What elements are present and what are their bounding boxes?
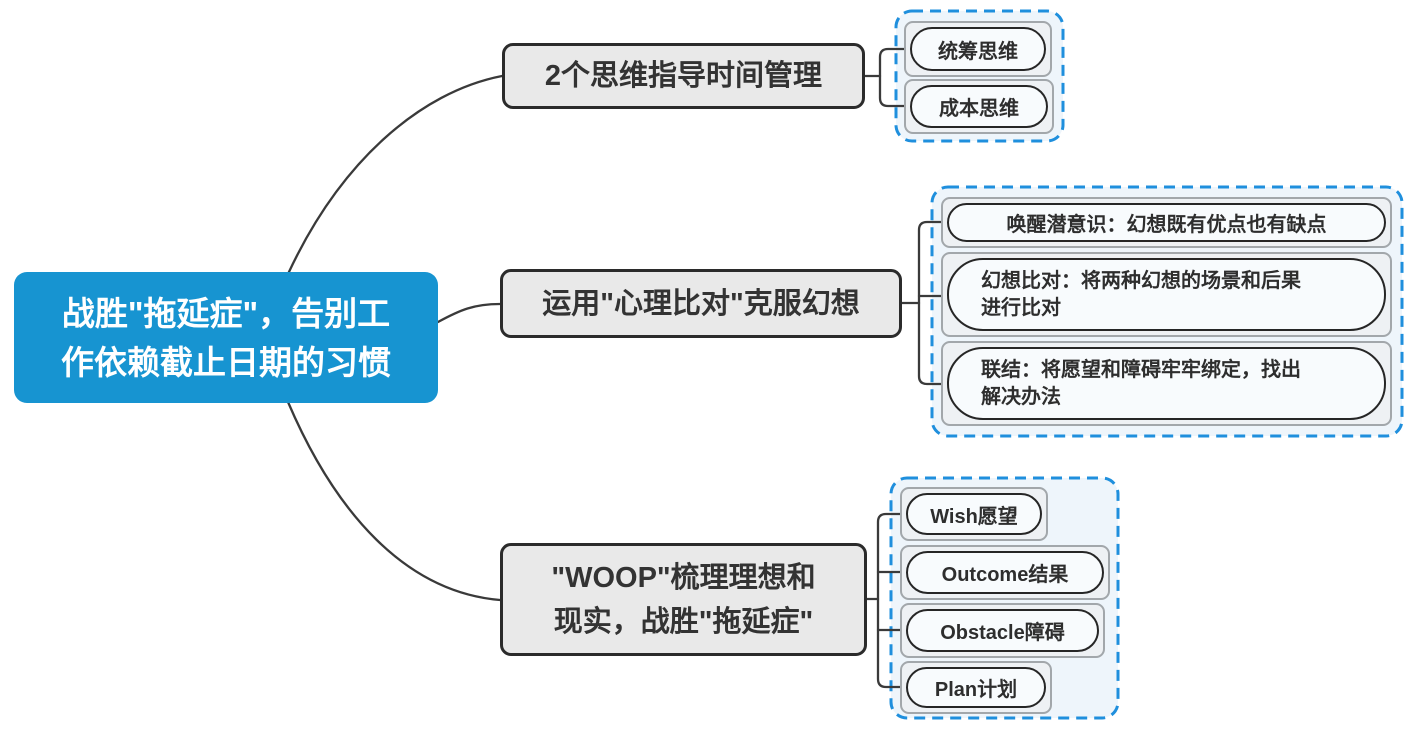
subtopic-fantasy-contrast[interactable]: 幻想比对：将两种幻想的场景和后果 进行比对 <box>947 258 1386 331</box>
branch3-label: "WOOP"梳理理想和 现实，战胜"拖延症" <box>551 561 816 638</box>
subtopic-container-cost-thinking: 成本思维 <box>904 79 1054 134</box>
branch1-label: 2个思维指导时间管理 <box>544 60 823 92</box>
subtopic-link-wish-obstacle[interactable]: 联结：将愿望和障碍牢牢绑定，找出 解决办法 <box>947 347 1386 420</box>
root-topic[interactable]: 战胜"拖延症"，告别工 作依赖截止日期的习惯 <box>14 272 438 403</box>
subtopic-container-outcome: Outcome结果 <box>900 545 1110 600</box>
subtopic-outcome[interactable]: Outcome结果 <box>906 551 1104 594</box>
edge-branch2-children-outer <box>917 220 943 386</box>
edge-root-branch2 <box>436 302 502 324</box>
subtopic-wish[interactable]: Wish愿望 <box>906 493 1042 535</box>
branch2-label: 运用"心理比对"克服幻想 <box>542 287 860 320</box>
branch-woop[interactable]: "WOOP"梳理理想和 现实，战胜"拖延症" <box>500 543 867 656</box>
subtopic-label: Plan计划 <box>934 679 1018 701</box>
edge-root-branch3 <box>286 400 502 602</box>
subtopic-obstacle[interactable]: Obstacle障碍 <box>906 609 1099 652</box>
subtopic-awaken-subconscious[interactable]: 唤醒潜意识：幻想既有优点也有缺点 <box>947 203 1386 242</box>
subtopic-container-overall-planning: 统筹思维 <box>904 21 1052 77</box>
subtopic-container-plan: Plan计划 <box>900 661 1052 714</box>
subtopic-label: 成本思维 <box>939 98 1019 120</box>
subtopic-container-wish: Wish愿望 <box>900 487 1048 541</box>
subtopic-label: Outcome结果 <box>941 564 1069 586</box>
subtopic-container-link-wish-obstacle: 联结：将愿望和障碍牢牢绑定，找出 解决办法 <box>941 341 1392 426</box>
subtopic-label: 幻想比对：将两种幻想的场景和后果 进行比对 <box>981 269 1301 319</box>
edge-branch3-children-outer <box>876 512 902 689</box>
subtopic-overall-planning-thinking[interactable]: 统筹思维 <box>910 27 1046 71</box>
edge-root-branch1 <box>286 74 504 276</box>
subtopic-plan[interactable]: Plan计划 <box>906 667 1046 708</box>
subtopic-cost-thinking[interactable]: 成本思维 <box>910 85 1048 128</box>
root-topic-label: 战胜"拖延症"，告别工 作依赖截止日期的习惯 <box>61 294 391 381</box>
subtopic-label: Obstacle障碍 <box>940 622 1065 644</box>
edge-branch1-children <box>878 47 906 108</box>
subtopic-label: Wish愿望 <box>930 505 1018 528</box>
subtopic-container-fantasy-contrast: 幻想比对：将两种幻想的场景和后果 进行比对 <box>941 252 1392 337</box>
branch-mental-contrasting[interactable]: 运用"心理比对"克服幻想 <box>500 269 902 338</box>
subtopic-container-obstacle: Obstacle障碍 <box>900 603 1105 658</box>
branch-two-thinking-time-management[interactable]: 2个思维指导时间管理 <box>502 43 865 109</box>
subtopic-label: 统筹思维 <box>938 40 1018 63</box>
subtopic-label: 联结：将愿望和障碍牢牢绑定，找出 解决办法 <box>981 358 1301 408</box>
subtopic-container-awaken-subconscious: 唤醒潜意识：幻想既有优点也有缺点 <box>941 197 1392 248</box>
subtopic-label: 唤醒潜意识：幻想既有优点也有缺点 <box>1006 214 1327 236</box>
